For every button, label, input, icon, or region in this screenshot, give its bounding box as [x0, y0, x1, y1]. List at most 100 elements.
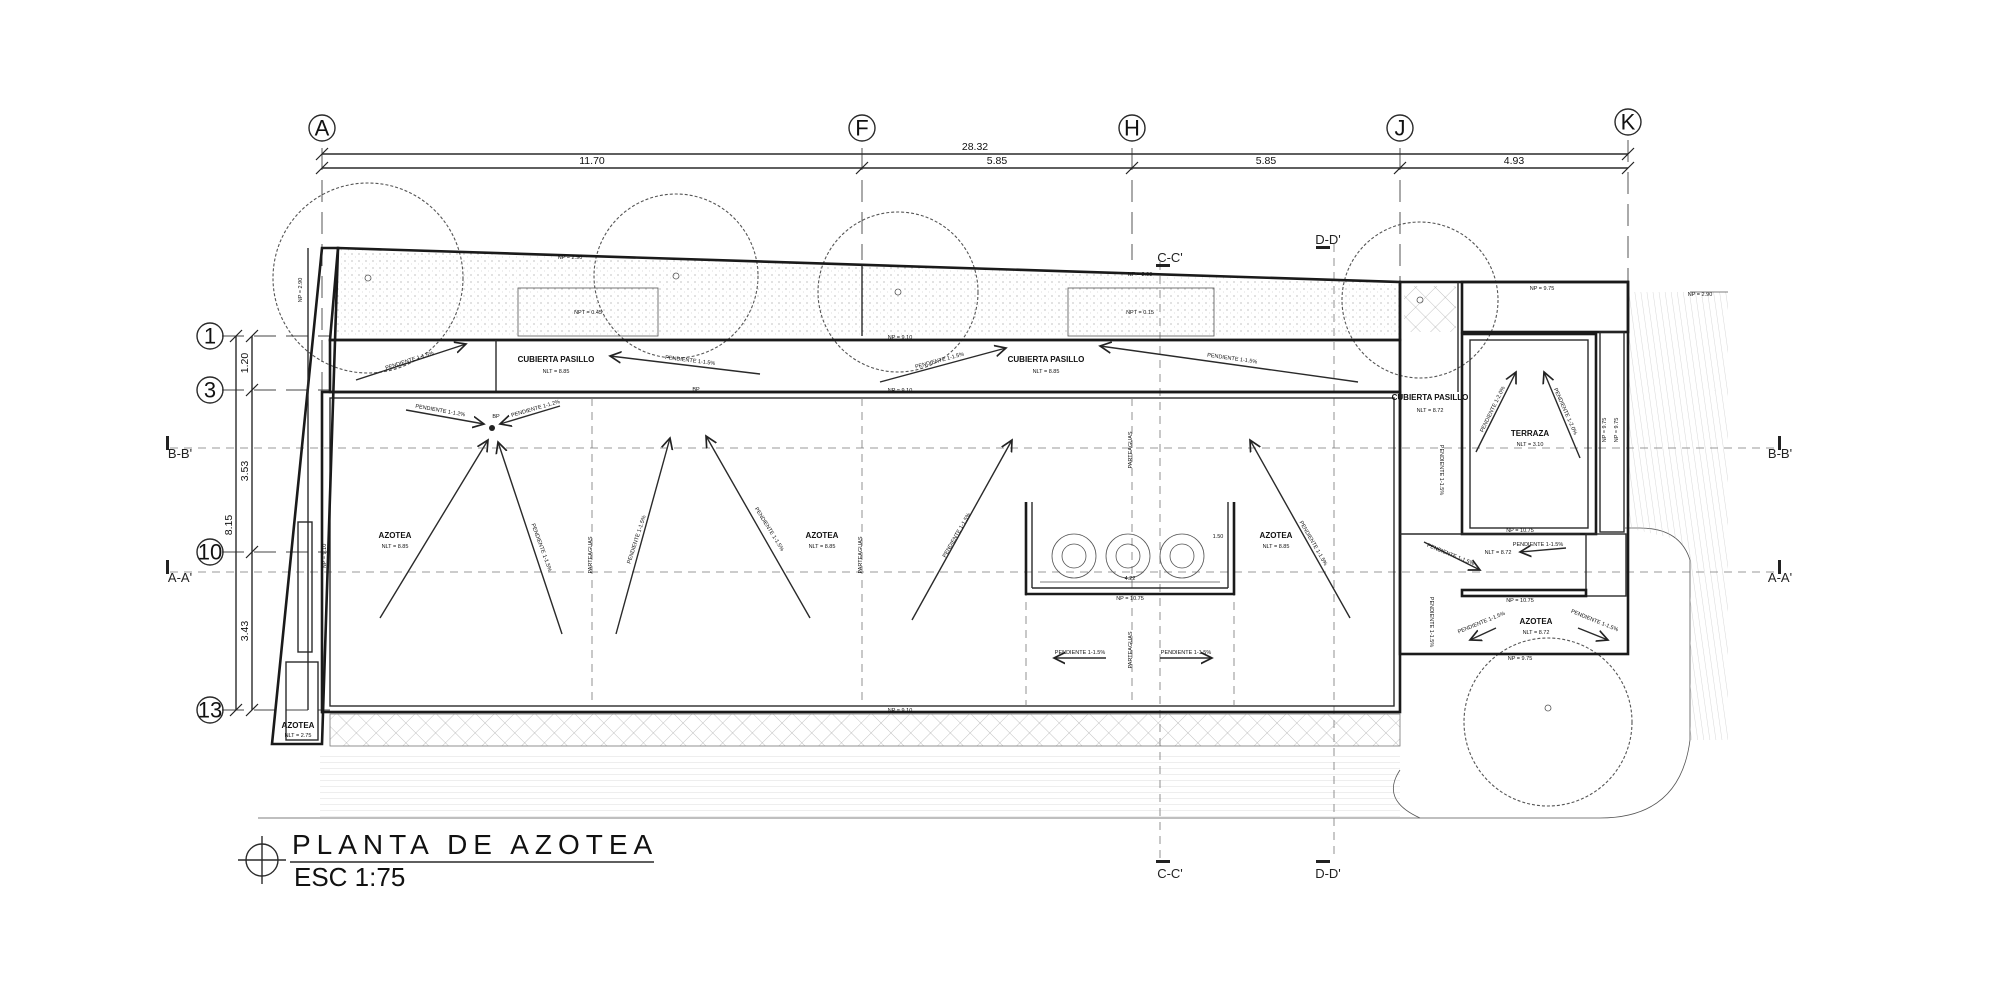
tree-canopy — [1463, 637, 1633, 807]
axis-marker-1: 1 — [196, 322, 224, 350]
dimension-3-10: 3.53 — [239, 461, 251, 482]
section-label-a-left: A-A' — [168, 570, 192, 585]
corridor-roof-label: CUBIERTA PASILLO — [1392, 393, 1469, 402]
slope-label: PENDIENTE 1-1.5% — [1207, 353, 1258, 366]
grid-lines — [222, 140, 1629, 740]
npt-label-2: NPT = 0.15 — [1126, 310, 1154, 316]
section-cuts: B-B' B-B' A-A' A-A' C-C' C-C' D-D' D-D' — [166, 232, 1792, 881]
axis-label: F — [855, 116, 868, 141]
axis-marker-F: F — [848, 114, 876, 142]
np-label: NP = 9.75 — [1614, 418, 1620, 443]
small-roof-level: NLT = 2.75 — [285, 733, 312, 739]
corridor-roof-label: CUBIERTA PASILLO — [518, 355, 595, 364]
slope-label: PENDIENTE 1-1.5% — [1438, 445, 1444, 496]
drawing-scale: ESC 1:75 — [294, 862, 405, 892]
section-label-d-top: D-D' — [1315, 232, 1341, 247]
slope-label: PENDIENTE 1-1.2% — [511, 399, 561, 419]
dimension-10-13: 3.43 — [239, 621, 251, 642]
axis-marker-K: K — [1614, 108, 1642, 136]
axis-label: 3 — [204, 378, 216, 403]
planter-hatch — [329, 713, 1401, 747]
axis-marker-H: H — [1118, 114, 1146, 142]
dimension-1-3: 1.20 — [239, 353, 251, 374]
axis-label: K — [1621, 110, 1636, 135]
tank-enclosure: 4.22 1.50 NP = 10.75 — [1024, 502, 1236, 602]
corridor-roof-level: NLT = 8.85 — [1033, 369, 1060, 375]
section-label-b-right: B-B' — [1768, 446, 1792, 461]
bp-label: BP — [692, 387, 700, 393]
np-label: NP = 9.75 — [1530, 286, 1555, 292]
ridge-label: PARTEAGUAS — [588, 536, 594, 573]
roof-label: AZOTEA — [1520, 617, 1553, 626]
np-label: NP = 9.75 — [1508, 656, 1533, 662]
slope-label: PENDIENTE 1-1.5% — [1570, 609, 1619, 633]
small-roof-label: AZOTEA — [282, 721, 315, 730]
dimension-span-a-f: 11.70 — [579, 155, 605, 167]
row-axis-markers: 1 3 10 13 — [196, 322, 224, 724]
np-label: NP = 10.75 — [1506, 598, 1534, 604]
corridor-roof-level: NLT = 8.85 — [543, 369, 570, 375]
dimension-vertical: 8.15 1.20 3.53 3.43 — [223, 329, 259, 717]
roof-level: NLT = 8.85 — [382, 544, 409, 550]
tank-height: 1.50 — [1213, 534, 1224, 540]
roof-label: AZOTEA — [806, 531, 839, 540]
dimension-span-j-k: 4.93 — [1504, 155, 1525, 167]
np-label: NP = 9.10 — [322, 544, 328, 569]
tree-canopy — [1341, 221, 1499, 379]
slope-label: PENDIENTE 1-1.5% — [1428, 597, 1434, 648]
section-label-c-top: C-C' — [1157, 250, 1183, 265]
slope-label: PENDIENTE 1-1.5% — [1457, 611, 1506, 635]
garden-strip: NPT = 0.45 NPT = 0.15 NP = 2.90 NP = 2.9… — [328, 246, 1402, 342]
roof-label: AZOTEA — [379, 531, 412, 540]
np-label: NP = 10.75 — [1506, 528, 1534, 534]
axis-label: 10 — [198, 540, 222, 565]
axis-label: 1 — [204, 324, 216, 349]
dimension-span-f-h: 5.85 — [987, 155, 1008, 167]
roof-level: NLT = 8.85 — [1263, 544, 1290, 550]
npt-label-1: NPT = 0.45 — [574, 310, 602, 316]
axis-marker-13: 13 — [196, 696, 224, 724]
axis-marker-10: 10 — [196, 538, 224, 566]
section-label-a-right: A-A' — [1768, 570, 1792, 585]
np-label: NP = 2.90 — [558, 255, 583, 261]
corridor-roof-level: NLT = 8.72 — [1485, 550, 1512, 556]
ridge-label: PARTEAGUAS — [1128, 631, 1134, 668]
np-label: NP = 2.90 — [1128, 272, 1153, 278]
axis-label: A — [315, 116, 330, 141]
np-label: NP = 10.75 — [1116, 596, 1144, 602]
corridor-roofs: NP = 9.10 NP = 9.10 CUBIERTA PASILLO NLT… — [328, 335, 1402, 394]
np-label: NP = 2.90 — [298, 278, 304, 303]
column-axis-markers: A F H J K — [308, 108, 1642, 142]
axis-label: J — [1395, 116, 1406, 141]
slope-label: PENDIENTE 1-2.0% — [1479, 385, 1507, 433]
tank-dimension: 4.22 — [1125, 576, 1136, 582]
title-block: PLANTA DE AZOTEA ESC 1:75 — [238, 829, 658, 892]
axis-marker-3: 3 — [196, 376, 224, 404]
left-wing: AZOTEA NLT = 2.75 NP = 2.90 NP = 9.10 — [270, 246, 340, 746]
slope-label: PENDIENTE 1-1.5% — [1513, 542, 1564, 548]
dimension-overall: 28.32 — [962, 141, 988, 153]
dimension-span-h-j: 5.85 — [1256, 155, 1277, 167]
np-label: NP = 9.75 — [1602, 418, 1608, 443]
axis-marker-J: J — [1386, 114, 1414, 142]
main-roof: BP NP = 9.10 AZOTEA NLT = 8.85 AZOTEA NL… — [320, 387, 1402, 714]
roof-level: NLT = 8.85 — [809, 544, 836, 550]
corridor-roof-label: CUBIERTA PASILLO — [1008, 355, 1085, 364]
roof-level: NLT = 8.72 — [1523, 630, 1550, 636]
terrace-label: TERRAZA — [1511, 429, 1549, 438]
roof-label: AZOTEA — [1260, 531, 1293, 540]
axis-marker-A: A — [308, 114, 336, 142]
slope-label: PENDIENTE 1-1.5% — [1426, 543, 1475, 567]
ridge-label: PARTEAGUAS — [1128, 431, 1134, 468]
dimension-total-vertical: 8.15 — [223, 515, 235, 536]
slope-label: PENDIENTE 1-2.0% — [1552, 387, 1578, 436]
slope-label: PENDIENTE 1-1.5% — [942, 512, 972, 559]
axis-label: 13 — [198, 698, 222, 723]
section-label-b-left: B-B' — [168, 446, 192, 461]
np-label: NP = 2.90 — [1688, 292, 1713, 298]
slope-label: PENDIENTE 1-1.5% — [1055, 650, 1106, 656]
drawing-title: PLANTA DE AZOTEA — [292, 829, 658, 860]
ridge-label: PARTEAGUAS — [858, 536, 864, 573]
np-label: NP = 9.10 — [888, 708, 913, 714]
